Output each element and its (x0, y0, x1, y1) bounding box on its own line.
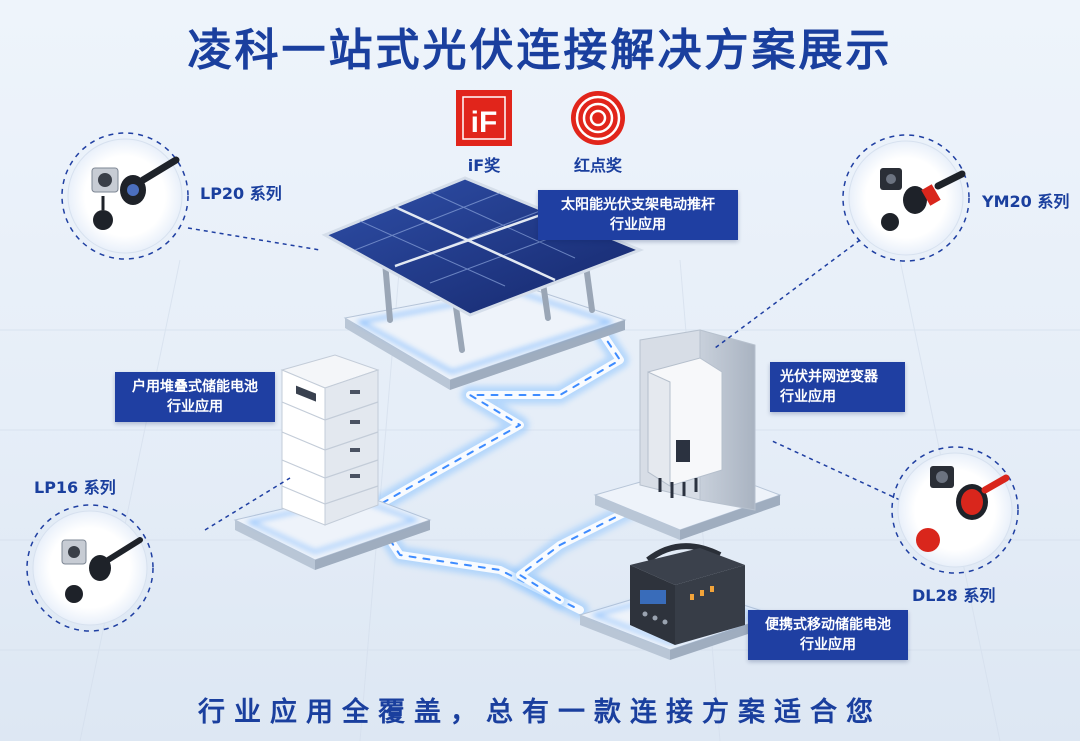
ym20-series-label: YM20 系列 (982, 192, 1070, 211)
lp16-connector-circle (26, 504, 154, 632)
inverter-application-subtitle: 行业应用 (780, 389, 836, 405)
portable-power-station (630, 543, 745, 645)
stack-battery-application-box: 户用堆叠式储能电池 行业应用 (115, 372, 275, 422)
dl28-series-label: DL28 系列 (912, 586, 996, 605)
if-award-label: iF奖 (467, 156, 501, 175)
solar-panel (321, 176, 645, 353)
ym20-connector-circle (842, 134, 970, 262)
solar-application-subtitle: 行业应用 (610, 217, 666, 233)
portable-battery-application-title: 便携式移动储能电池 (765, 617, 891, 633)
portable-battery-application-subtitle: 行业应用 (800, 637, 856, 653)
if-logo-text: iF (471, 106, 498, 139)
footer-slogan: 行业应用全覆盖，总有一款连接方案适合您 (198, 697, 882, 728)
inverter-application-title: 光伏并网逆变器 (780, 369, 878, 385)
dl28-connector-circle (891, 446, 1019, 574)
solar-application-box: 太阳能光伏支架电动推杆 行业应用 (538, 190, 738, 240)
portable-battery-application-box: 便携式移动储能电池 行业应用 (748, 610, 908, 660)
stacked-battery (280, 354, 380, 526)
stack-battery-application-subtitle: 行业应用 (167, 399, 223, 415)
lp20-connector-circle (61, 132, 189, 260)
stack-battery-application-title: 户用堆叠式储能电池 (132, 379, 258, 395)
inverter-application-box: 光伏并网逆变器 行业应用 (770, 362, 905, 412)
if-award-logo: iF (456, 90, 512, 146)
reddot-award-logo (571, 91, 625, 145)
page-title: 凌科一站式光伏连接解决方案展示 (187, 25, 893, 76)
reddot-award-label: 红点奖 (573, 156, 622, 175)
solar-application-title: 太阳能光伏支架电动推杆 (561, 197, 715, 213)
leader-lines (187, 227, 901, 531)
inverter (647, 357, 723, 498)
lp20-series-label: LP20 系列 (200, 184, 282, 203)
connection-paths (361, 321, 649, 619)
lp16-series-label: LP16 系列 (34, 478, 116, 497)
